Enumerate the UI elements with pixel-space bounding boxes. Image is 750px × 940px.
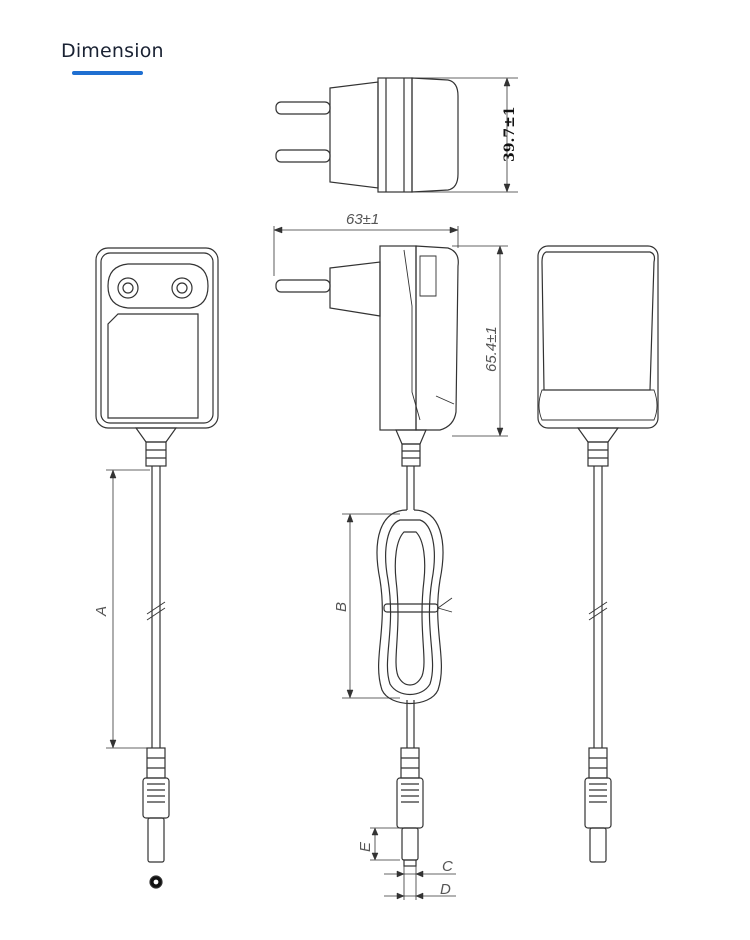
front-view bbox=[95, 247, 219, 889]
width-dimension-label: 65.4±1 bbox=[483, 326, 500, 372]
plug-length-e-label: E bbox=[357, 841, 374, 852]
page-title: Dimension bbox=[61, 40, 164, 62]
cable-length-b-label: B bbox=[333, 602, 350, 612]
title-underline bbox=[72, 71, 143, 75]
plug-diameter-d-label: D bbox=[440, 881, 451, 898]
side-view bbox=[273, 226, 508, 900]
height-dimension-label: 39.7±1 bbox=[502, 106, 518, 162]
cable-length-a-label: A bbox=[93, 606, 110, 617]
plug-diameter-c-label: C bbox=[442, 858, 453, 875]
back-view bbox=[537, 245, 659, 863]
length-dimension-label: 63±1 bbox=[346, 211, 379, 228]
top-view bbox=[275, 77, 518, 193]
